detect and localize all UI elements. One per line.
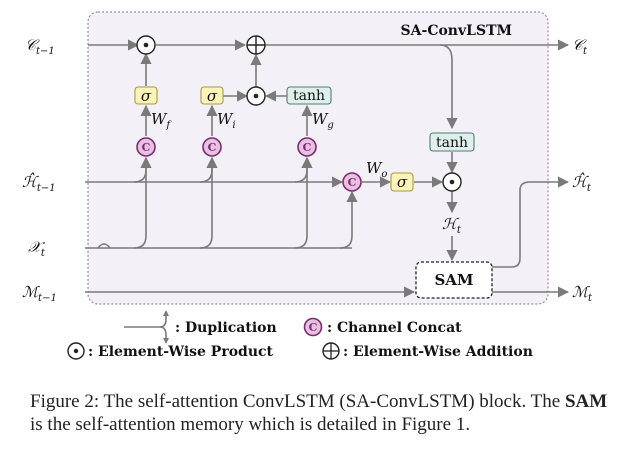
caption-suffix: is the self-attention memory which is de… xyxy=(30,414,471,435)
output-x-feed xyxy=(339,190,358,249)
forget-x-feed xyxy=(133,156,152,249)
input-m-prev: ℳt−1 xyxy=(22,283,57,304)
weight-wo: Wo xyxy=(366,159,387,180)
svg-text:tanh: tanh xyxy=(436,135,468,151)
input-x: 𝒳t xyxy=(28,238,46,259)
cell-to-tanh xyxy=(439,44,458,130)
output-concat: C xyxy=(342,172,362,192)
input-concat: C xyxy=(202,137,222,157)
legend: : Duplication C : Channel Concat : Eleme… xyxy=(67,310,533,360)
cell-addition xyxy=(246,35,266,55)
svg-text:SAM: SAM xyxy=(434,271,473,289)
forget-product-dot xyxy=(143,42,149,48)
svg-text:C: C xyxy=(348,176,357,189)
sa-convlstm-diagram: SA-ConvLSTM C xyxy=(22,11,593,360)
duplication-icon xyxy=(124,310,169,344)
input-product-dot xyxy=(253,93,259,99)
svg-text:C: C xyxy=(303,141,312,154)
sam-module: SAM xyxy=(415,261,493,299)
svg-text:C: C xyxy=(208,141,217,154)
concat-icon: C xyxy=(303,317,323,337)
svg-text:σ: σ xyxy=(397,173,408,191)
output-sigmoid: σ xyxy=(390,172,414,192)
product-icon xyxy=(67,342,85,360)
cell-tanh: tanh xyxy=(429,132,475,152)
svg-text:σ: σ xyxy=(207,87,218,105)
legend-channel-concat: : Channel Concat xyxy=(327,320,462,336)
candidate-tanh: tanh xyxy=(286,86,332,105)
weight-wf: Wf xyxy=(151,110,172,131)
forget-sigmoid: σ xyxy=(134,86,158,105)
sam-to-hidden-out xyxy=(492,176,570,268)
output-c: 𝒞t xyxy=(572,36,588,57)
output-h: ℋ̂t xyxy=(572,172,592,194)
legend-duplication: : Duplication xyxy=(175,320,277,336)
output-product-dot xyxy=(449,179,455,185)
input-sigmoid: σ xyxy=(200,86,224,105)
x-duplication-marker xyxy=(97,243,111,249)
caption-prefix: Figure 2: The self-attention ConvLSTM (S… xyxy=(30,391,565,412)
svg-text:σ: σ xyxy=(141,87,152,105)
addition-icon xyxy=(322,342,340,360)
svg-text:tanh: tanh xyxy=(293,88,325,104)
input-c-prev: 𝒞t−1 xyxy=(25,36,55,57)
block-frame xyxy=(87,11,549,305)
weight-wg: Wg xyxy=(312,110,334,131)
candidate-x-feed xyxy=(294,156,313,249)
candidate-concat: C xyxy=(297,137,317,157)
legend-addition: : Element-Wise Addition xyxy=(343,344,533,360)
output-m: ℳt xyxy=(572,283,593,304)
block-title: SA-ConvLSTM xyxy=(401,23,512,39)
forget-concat: C xyxy=(136,137,156,157)
svg-text:C: C xyxy=(142,141,151,154)
input-x-feed xyxy=(199,156,218,249)
hidden-mid-label: ℋt xyxy=(442,215,462,236)
caption-bold: SAM xyxy=(564,391,608,412)
figure-caption: Figure 2: The self-attention ConvLSTM (S… xyxy=(30,390,610,436)
input-h-prev: ℋ̂t−1 xyxy=(22,172,56,194)
svg-text:C: C xyxy=(309,321,318,334)
legend-product: : Element-Wise Product xyxy=(88,344,274,360)
weight-wi: Wi xyxy=(217,110,236,131)
